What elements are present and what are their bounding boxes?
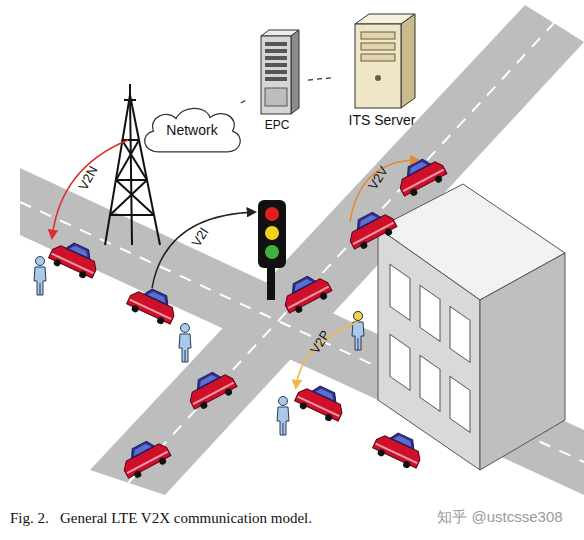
server-node: ITS Server: [334, 6, 430, 140]
road: [20, 168, 584, 495]
server-icon: [335, 6, 430, 112]
figure-caption: Fig. 2. General LTE V2X communication mo…: [10, 510, 312, 527]
building: [378, 184, 565, 470]
traffic-light: [258, 200, 286, 300]
cloud-outline: [145, 108, 241, 152]
node-label: ITS Server: [349, 112, 416, 128]
link-type-label: V2I: [188, 225, 211, 249]
server-node: EPC: [246, 26, 308, 140]
v2n-link: [52, 140, 128, 238]
pedestrian-head: [354, 312, 363, 321]
vehicles: [47, 152, 449, 482]
network-cloud: Network: [138, 103, 246, 157]
dashed-connector: [241, 100, 246, 103]
node-label: EPC: [265, 118, 290, 132]
road: [90, 5, 584, 495]
link-type-label: V2N: [75, 163, 100, 192]
pedestrians: [34, 257, 364, 436]
dashed-connector: [308, 78, 334, 80]
v2v-link: [350, 160, 418, 222]
server-icon: [247, 26, 307, 118]
v2p-link: [296, 322, 358, 388]
watermark: 知乎 @ustcsse308: [437, 508, 562, 527]
cell-tower: [105, 84, 160, 245]
v2i-link: [152, 212, 255, 288]
node-label: Network: [166, 122, 217, 138]
